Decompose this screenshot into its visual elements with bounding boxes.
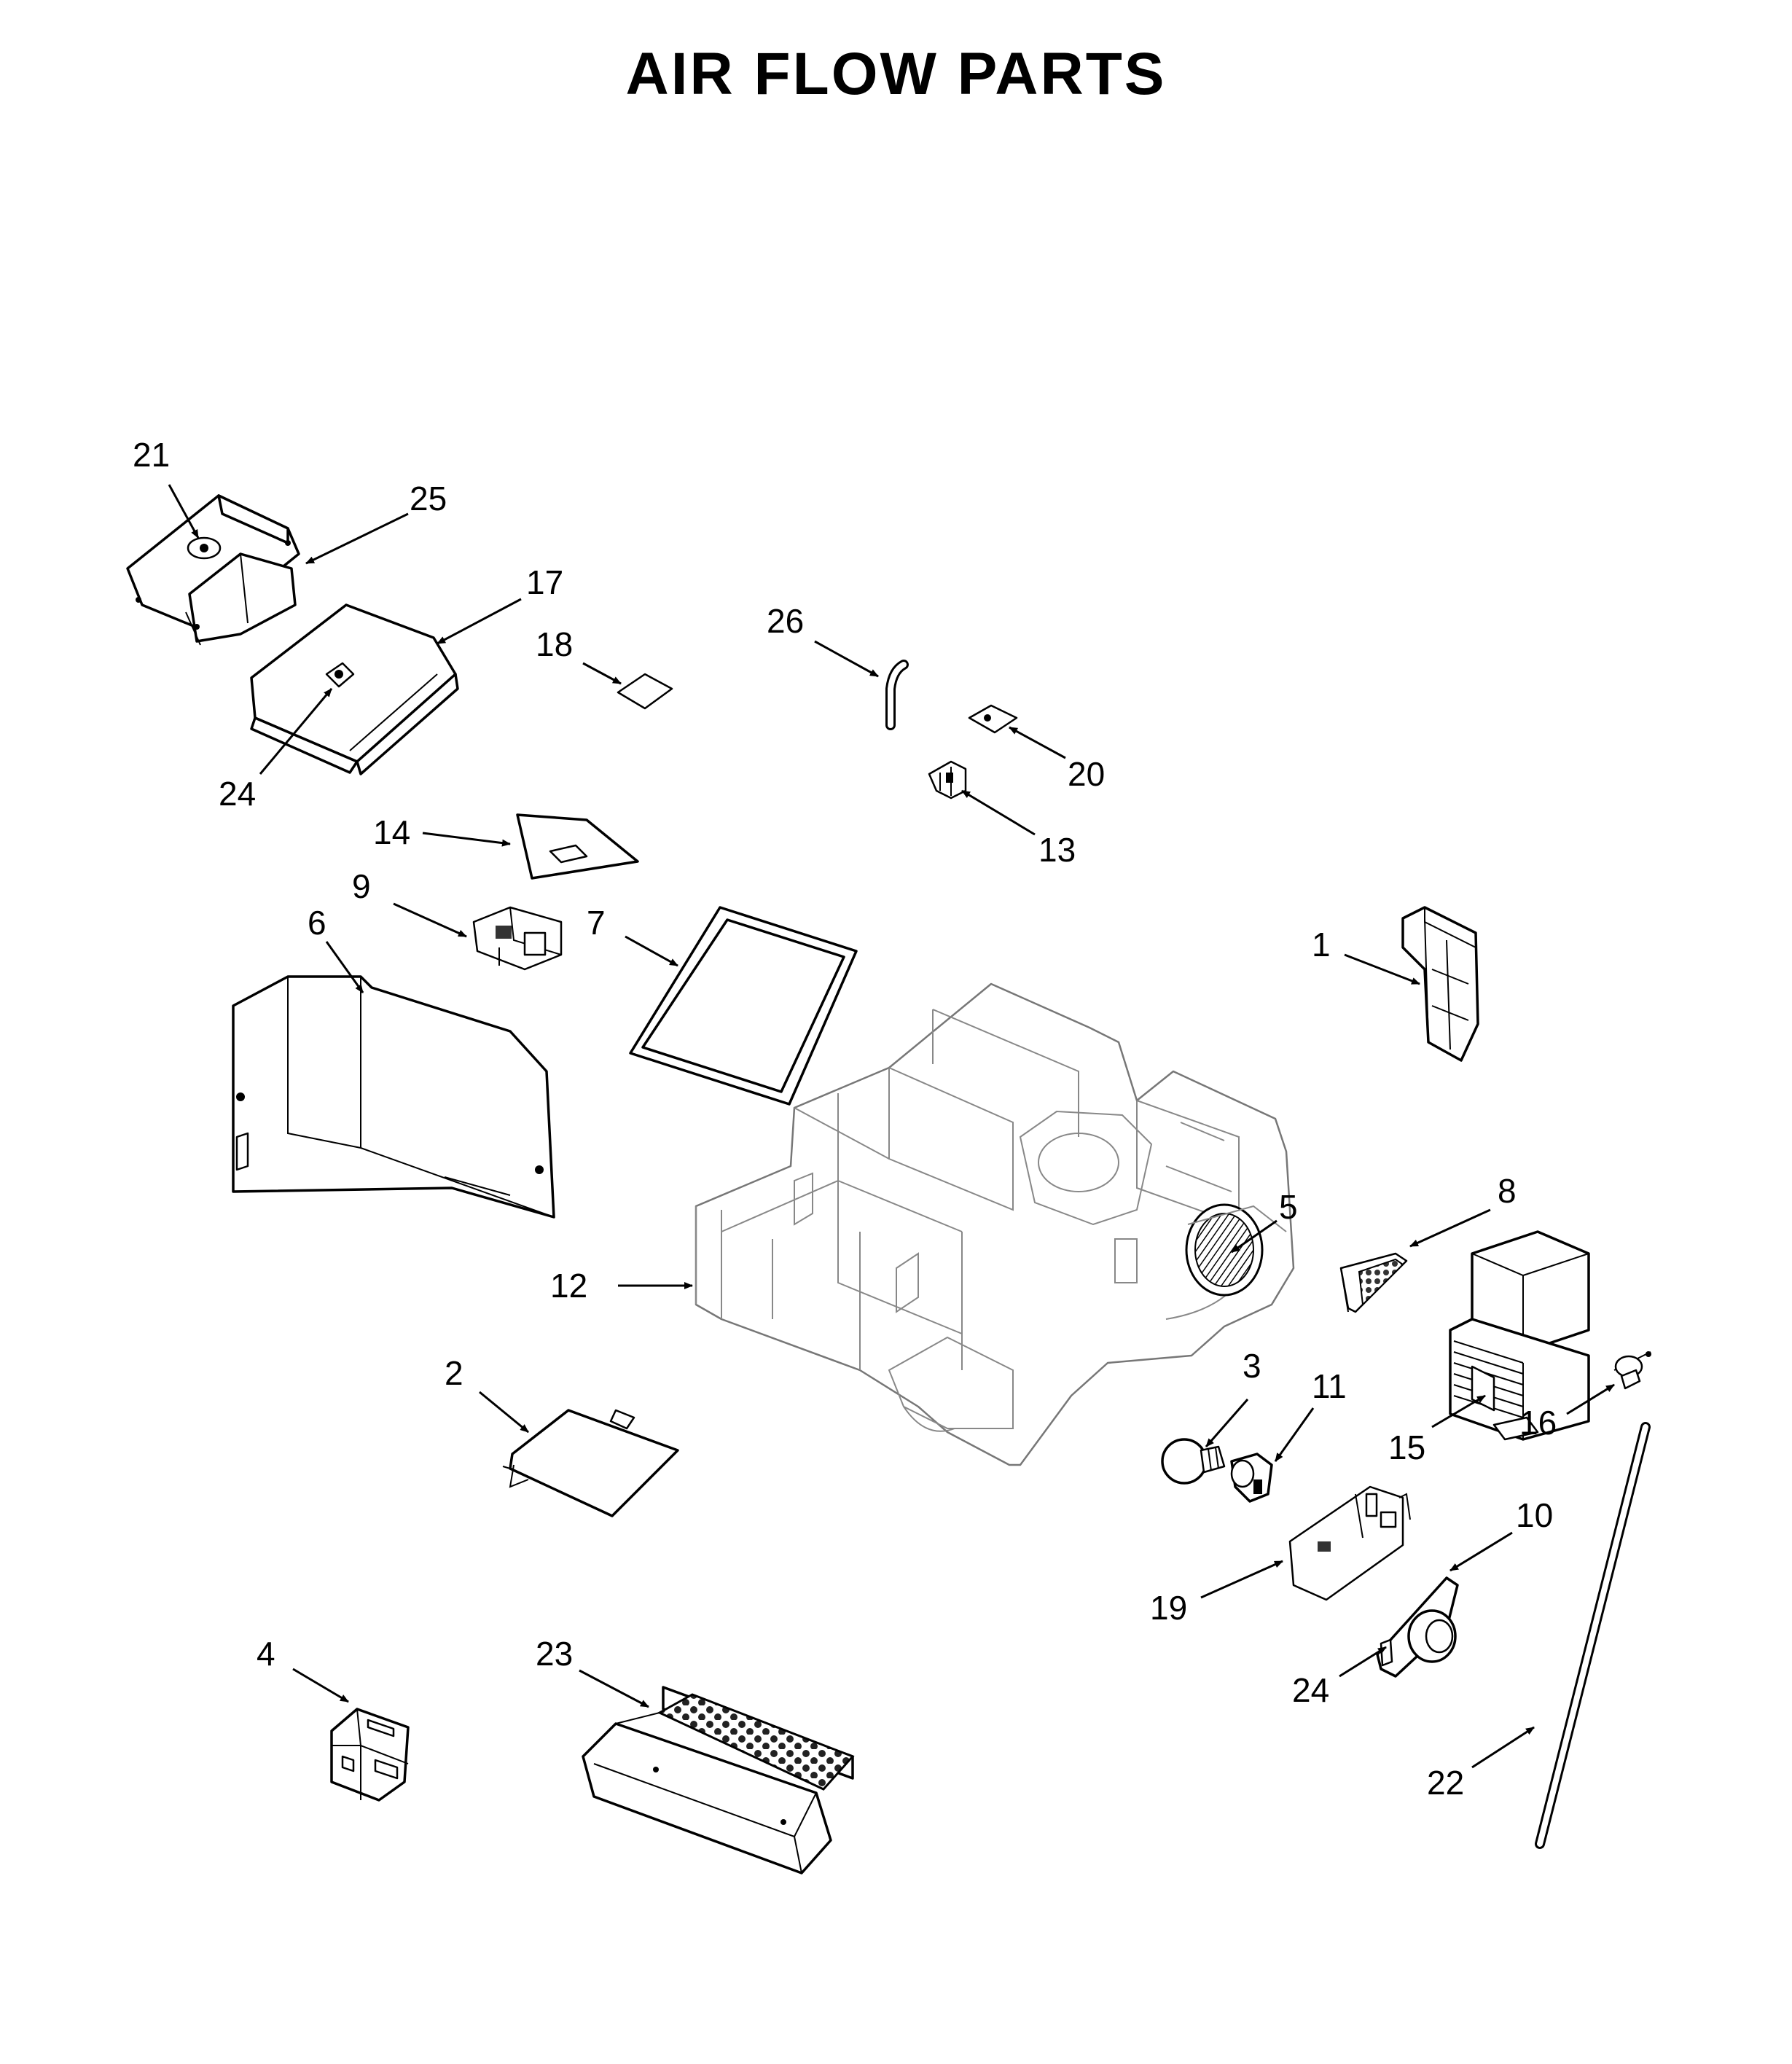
part-4-bracket	[330, 1708, 410, 1802]
part-8-mesh	[1339, 1252, 1408, 1313]
callout-12: 12	[550, 1267, 587, 1305]
part-14-plate	[516, 813, 639, 880]
callout-23: 23	[536, 1635, 573, 1673]
callout-7: 7	[587, 904, 606, 942]
leader-3	[1205, 1399, 1249, 1447]
callout-2: 2	[445, 1354, 463, 1392]
part-11-socket	[1230, 1453, 1273, 1503]
callout-20: 20	[1068, 755, 1105, 793]
part-9-switch	[472, 906, 563, 971]
callout-10: 10	[1516, 1496, 1553, 1534]
leader-24-top	[259, 688, 333, 775]
part-18-pad	[617, 673, 673, 710]
callout-24-top: 24	[219, 775, 256, 813]
callout-9: 9	[352, 867, 371, 905]
diagram-title: AIR FLOW PARTS	[625, 41, 1167, 107]
leader-24-bottom	[1339, 1646, 1387, 1678]
callout-16: 16	[1519, 1404, 1557, 1442]
callout-25: 25	[410, 480, 447, 517]
callout-5: 5	[1279, 1188, 1298, 1226]
callout-8: 8	[1498, 1172, 1517, 1210]
leader-14	[422, 832, 511, 847]
part-15-transformer	[1449, 1230, 1590, 1441]
leader-18	[582, 662, 622, 685]
callout-26: 26	[767, 602, 804, 640]
leader-23	[579, 1669, 649, 1708]
part-22-rod	[1535, 1422, 1651, 1849]
part-13-clip	[928, 760, 967, 800]
part-21-25-bracket	[126, 494, 300, 646]
leader-10	[1449, 1531, 1513, 1572]
leader-25	[305, 512, 409, 565]
leader-21	[168, 484, 200, 539]
leader-20	[1009, 726, 1066, 759]
leader-4	[292, 1668, 349, 1703]
part-16-thermostat	[1613, 1351, 1651, 1390]
part-6-panel	[232, 975, 555, 1219]
part-23-grille	[582, 1686, 855, 1875]
callout-18: 18	[536, 625, 573, 663]
leader-5	[1231, 1219, 1278, 1254]
part-12-housing	[695, 982, 1295, 1466]
leader-19	[1200, 1560, 1283, 1599]
leader-6	[325, 941, 364, 993]
callout-15: 15	[1388, 1428, 1425, 1466]
callout-17: 17	[526, 563, 563, 601]
leader-2	[479, 1391, 529, 1434]
callout-3: 3	[1243, 1347, 1261, 1385]
callout-14: 14	[373, 813, 410, 851]
part-2-cover	[502, 1409, 679, 1517]
leader-7	[625, 935, 678, 967]
callout-4: 4	[257, 1635, 275, 1673]
callout-13: 13	[1038, 831, 1076, 869]
callout-19: 19	[1150, 1589, 1187, 1627]
part-19-board	[1288, 1485, 1411, 1601]
leader-26	[814, 640, 879, 678]
part-10-motor-plate	[1376, 1576, 1459, 1678]
callout-1: 1	[1312, 926, 1331, 963]
leader-22	[1471, 1726, 1535, 1769]
leader-1	[1344, 953, 1420, 985]
callout-6: 6	[308, 904, 326, 942]
leader-15	[1431, 1394, 1486, 1428]
leader-8	[1409, 1208, 1491, 1248]
leader-9	[393, 902, 467, 938]
callout-11: 11	[1312, 1367, 1347, 1405]
part-1-bracket	[1401, 906, 1479, 1062]
part-3-lamp	[1161, 1438, 1226, 1485]
callout-22: 22	[1427, 1764, 1464, 1802]
callout-24-bottom: 24	[1292, 1671, 1329, 1709]
callout-21: 21	[133, 436, 170, 474]
leader-17	[437, 598, 522, 645]
leader-13	[961, 789, 1036, 836]
part-20-plate	[968, 704, 1018, 734]
leader-11	[1274, 1407, 1315, 1462]
callout-labels: 21 25 17 18 24 26 20 13 14 9 6 7	[133, 436, 1615, 1802]
leader-16	[1566, 1383, 1615, 1415]
part-7-frame	[629, 906, 858, 1106]
